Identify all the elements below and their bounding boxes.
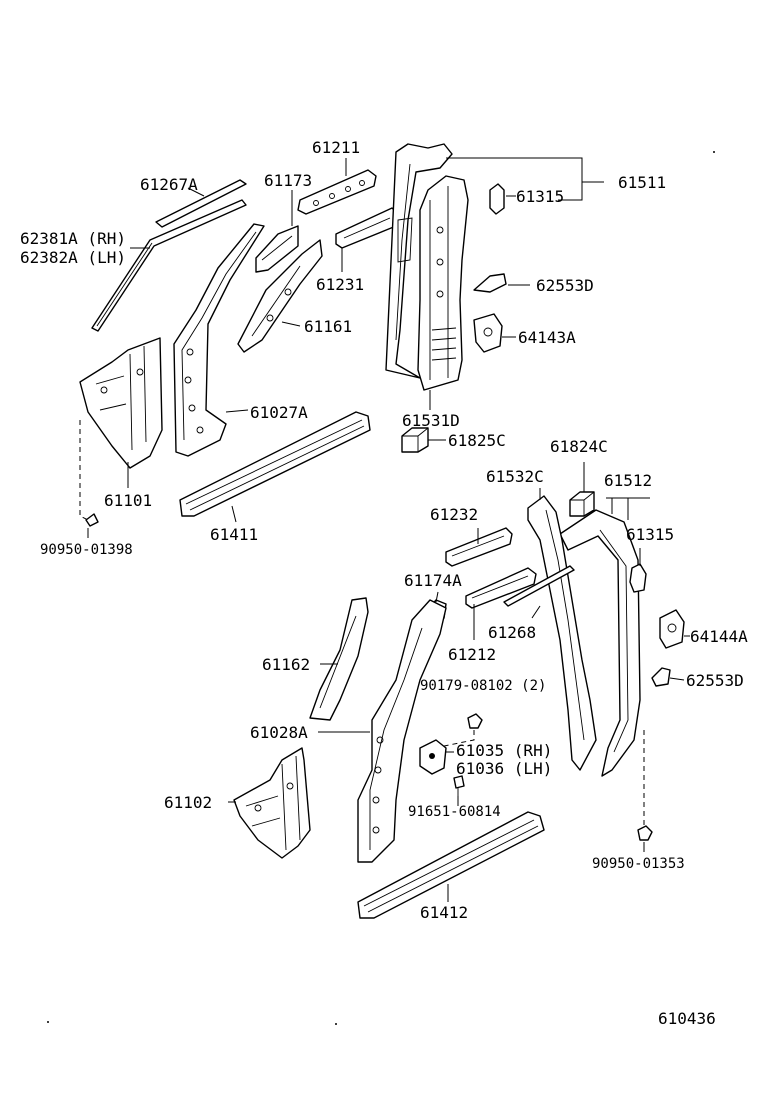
part-90950-01398-drawing <box>85 513 99 527</box>
part-61162-drawing <box>309 597 369 721</box>
label-62553d-bottom: 62553D <box>686 671 744 690</box>
part-61232-drawing <box>445 527 513 567</box>
label-90179-08102: 90179-08102 (2) <box>420 678 546 694</box>
part-61824c-drawing <box>569 491 595 517</box>
label-64144a: 64144A <box>690 627 748 646</box>
part-62553d-bottom-drawing <box>651 667 671 687</box>
scan-specks <box>47 151 715 1025</box>
part-64144a-drawing <box>659 609 685 649</box>
part-61315-top-drawing <box>489 183 505 215</box>
label-61102: 61102 <box>164 793 212 812</box>
part-61102-drawing <box>233 747 311 859</box>
label-61411: 61411 <box>210 525 258 544</box>
part-labels: 61211 61267A 61173 62381A (RH) 62382A (L… <box>20 138 748 1028</box>
part-61161-drawing <box>237 239 323 353</box>
label-61412: 61412 <box>420 903 468 922</box>
label-90950-01353: 90950-01353 <box>592 856 685 872</box>
part-61173-drawing <box>255 225 299 273</box>
label-61173: 61173 <box>264 171 312 190</box>
label-61036: 61036 (LH) <box>456 759 552 778</box>
label-61101: 61101 <box>104 491 152 510</box>
label-61824c: 61824C <box>550 437 608 456</box>
part-61212-drawing <box>465 567 537 609</box>
label-91651-60814: 91651-60814 <box>408 804 501 820</box>
part-61512-drawing <box>559 509 641 777</box>
part-62553d-top-drawing <box>473 273 507 293</box>
label-62553d-top: 62553D <box>536 276 594 295</box>
part-61825c-drawing <box>401 427 429 453</box>
label-61268: 61268 <box>488 623 536 642</box>
part-62381a-drawing <box>91 199 247 332</box>
label-61161: 61161 <box>304 317 352 336</box>
label-61511: 61511 <box>618 173 666 192</box>
part-61532c-drawing <box>527 495 597 771</box>
label-62382a: 62382A (LH) <box>20 248 126 267</box>
label-61162: 61162 <box>262 655 310 674</box>
label-61825c: 61825C <box>448 431 506 450</box>
label-61212: 61212 <box>448 645 496 664</box>
diagram-id: 610436 <box>658 1009 716 1028</box>
label-61315-top: 61315 <box>516 187 564 206</box>
part-61267a-drawing <box>155 179 247 228</box>
leader-lines <box>87 157 690 902</box>
label-61174a: 61174A <box>404 571 462 590</box>
part-61231-drawing <box>335 207 399 249</box>
part-61028a-drawing <box>357 599 447 863</box>
label-61315-bottom: 61315 <box>626 525 674 544</box>
label-61512: 61512 <box>604 471 652 490</box>
label-61231: 61231 <box>316 275 364 294</box>
part-61027a-drawing <box>173 223 265 457</box>
label-61267a: 61267A <box>140 175 198 194</box>
part-61101-drawing <box>79 337 163 469</box>
part-61531d-drawing <box>417 175 469 391</box>
part-90950-01353-drawing <box>637 825 653 841</box>
part-61035-drawing <box>419 739 447 775</box>
part-64143a-drawing <box>473 313 503 353</box>
label-61027a: 61027A <box>250 403 308 422</box>
label-61211: 61211 <box>312 138 360 157</box>
part-61315-bottom-drawing <box>629 563 647 593</box>
label-90950-01398: 90950-01398 <box>40 542 133 558</box>
label-61532c: 61532C <box>486 467 544 486</box>
part-61211-drawing <box>297 169 377 215</box>
part-61412-drawing <box>357 811 545 919</box>
part-61411-drawing <box>179 411 371 517</box>
part-91651-60814-drawing <box>453 775 465 796</box>
label-61028a: 61028A <box>250 723 308 742</box>
label-62381a: 62381A (RH) <box>20 229 126 248</box>
label-64143a: 64143A <box>518 328 576 347</box>
label-61035: 61035 (RH) <box>456 741 552 760</box>
label-61531d: 61531D <box>402 411 460 430</box>
label-61232: 61232 <box>430 505 478 524</box>
part-61268-drawing <box>503 565 575 607</box>
part-90179-08102-drawing <box>467 713 483 729</box>
